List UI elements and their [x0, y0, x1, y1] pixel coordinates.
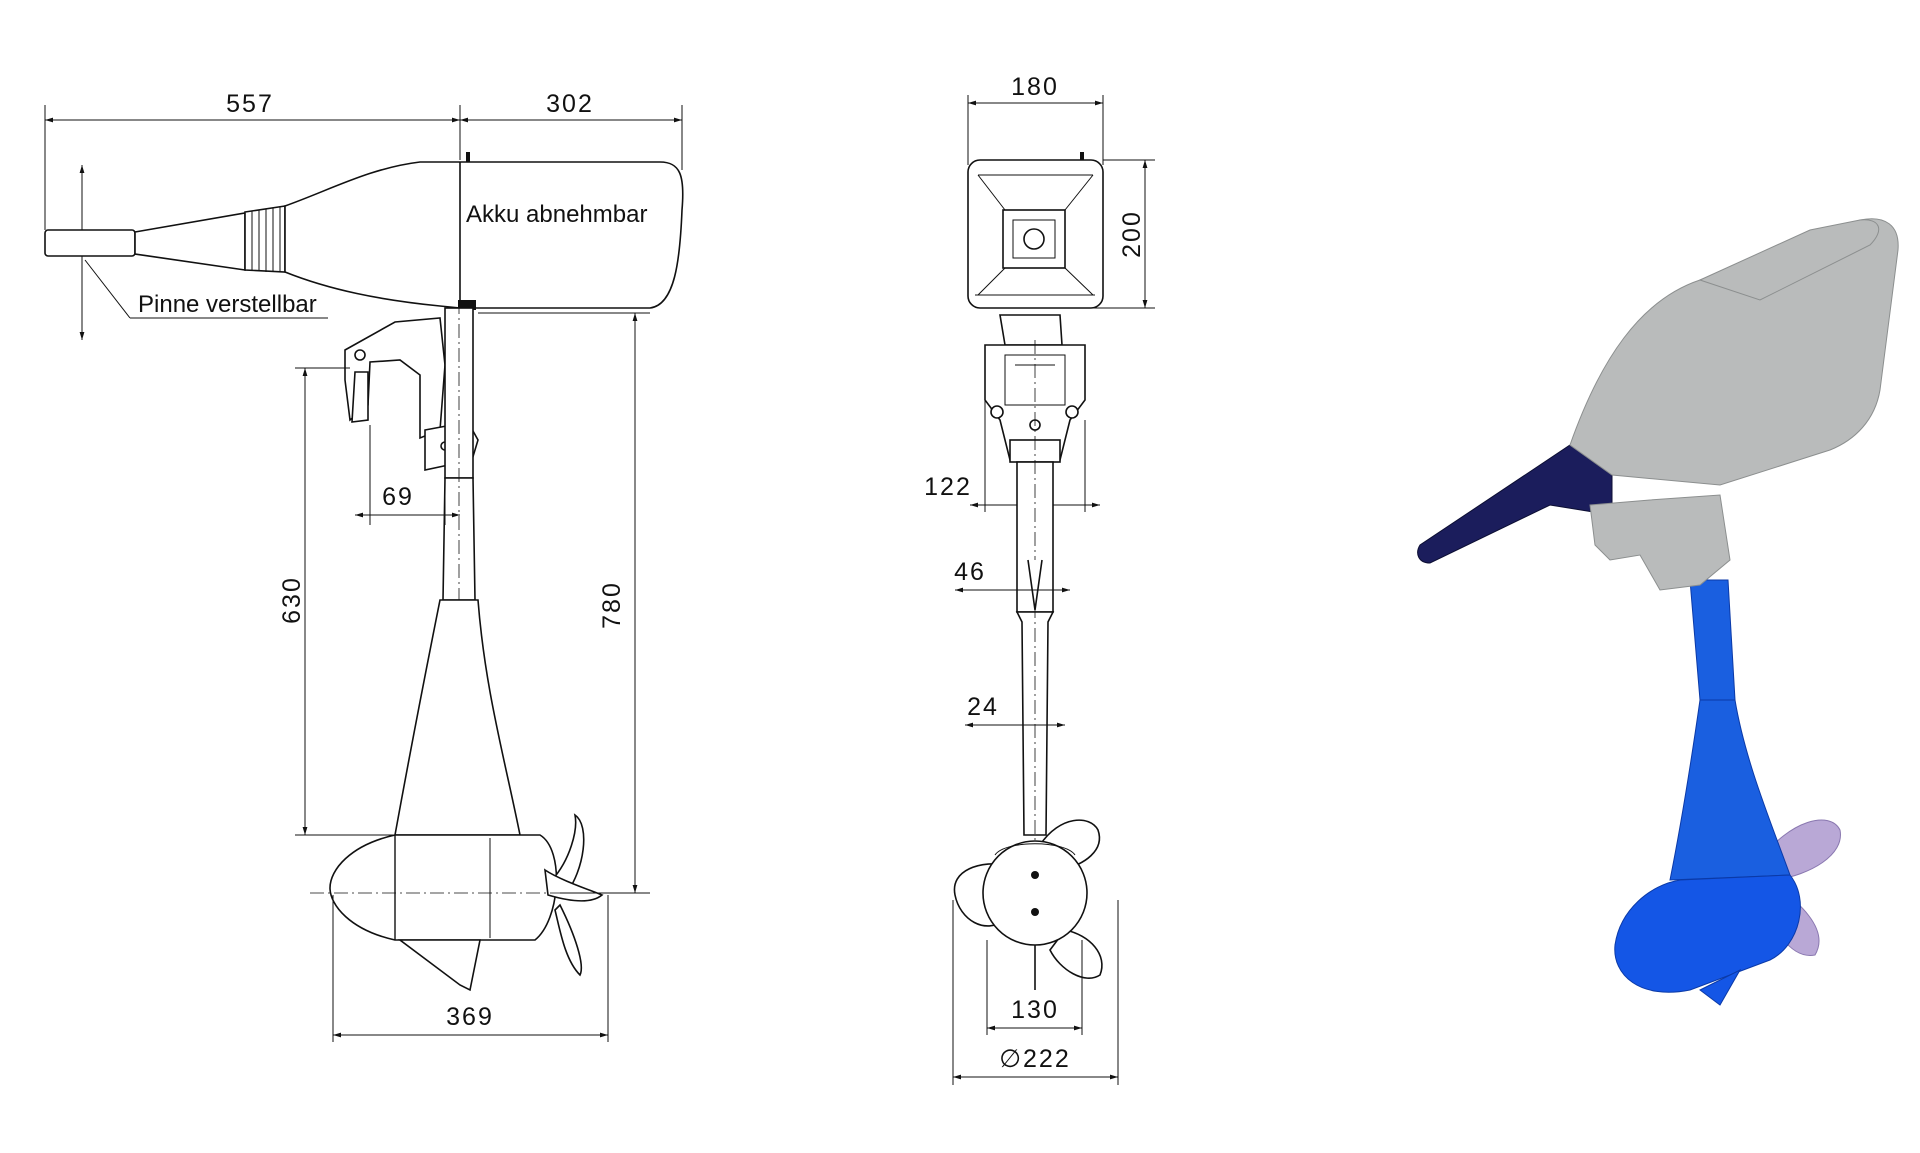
motor-pod — [329, 834, 558, 941]
dim-557: 557 — [226, 90, 274, 118]
dim-369: 369 — [446, 1003, 494, 1031]
label-tiller-adjustable: Pinne verstellbar — [138, 291, 317, 318]
render-tiller — [1417, 444, 1613, 564]
render-shaft-fairing — [1669, 699, 1791, 881]
clamp-top — [999, 314, 1063, 346]
propeller-blade — [550, 813, 585, 897]
dim-780: 780 — [598, 581, 626, 629]
render-3d — [1417, 218, 1899, 1006]
dim-24: 24 — [967, 693, 999, 721]
dim-122: 122 — [924, 473, 972, 501]
dim-69: 69 — [382, 483, 414, 511]
front-view: 180 200 122 46 — [924, 73, 1155, 1085]
clamp-bracket — [344, 317, 446, 440]
dim-180: 180 — [1011, 73, 1059, 101]
propeller-blade-front — [1049, 929, 1103, 979]
motor-housing — [284, 161, 684, 309]
label-battery-removable: Akku abnehmbar — [466, 201, 647, 228]
shaft-fairing — [394, 599, 521, 836]
tiller-grip — [44, 229, 136, 257]
side-view: 557 302 Akku abnehmbar Pinne verstellbar — [44, 90, 684, 1042]
dim-302: 302 — [546, 90, 594, 118]
pod-front — [982, 840, 1088, 946]
dim-46: 46 — [954, 558, 986, 586]
dim-630: 630 — [278, 576, 306, 624]
dim-222: ∅222 — [999, 1045, 1071, 1073]
dim-200: 200 — [1118, 210, 1146, 258]
dim-130: 130 — [1011, 996, 1059, 1024]
render-skeg — [1699, 968, 1742, 1006]
render-shaft — [1689, 579, 1736, 701]
render-housing-top — [1698, 219, 1880, 301]
tiller-cone — [134, 212, 246, 271]
tiller-leader — [84, 259, 131, 319]
render-clamp-bracket — [1589, 494, 1731, 591]
skeg — [397, 939, 481, 992]
render-motor-pod — [1614, 874, 1801, 993]
propeller-blade — [554, 903, 583, 977]
tiller-bellows — [244, 205, 286, 273]
render-motor-housing — [1569, 218, 1899, 486]
